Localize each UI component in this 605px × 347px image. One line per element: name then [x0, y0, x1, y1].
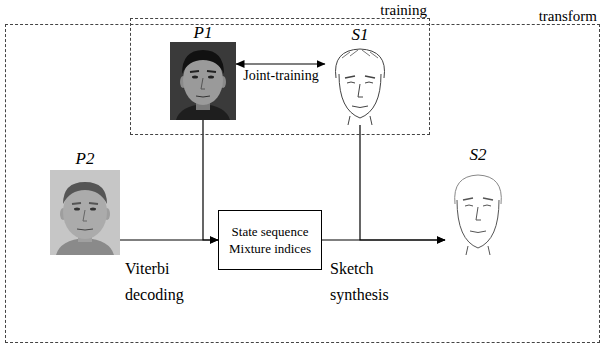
edge-label-holder: Viterbi decoding	[125, 256, 199, 308]
arrow-connector	[236, 63, 325, 64]
sketch-face-part	[466, 246, 490, 255]
sketch-face-part	[455, 175, 502, 204]
sketch-face-part	[342, 50, 378, 58]
image-label: S1	[325, 26, 395, 44]
region-heading: training	[131, 2, 429, 18]
photo-face-part	[190, 71, 216, 72]
sketch-face-part	[336, 49, 385, 78]
sketch-face-part	[339, 74, 381, 118]
photo-face-part	[72, 203, 98, 204]
sketch-face-part	[358, 84, 363, 97]
arrow-connector	[360, 125, 445, 240]
photo-face-part	[182, 50, 224, 74]
image-node: S1	[325, 26, 395, 125]
sketch-face-part	[470, 231, 486, 233]
sketch-face-part	[325, 45, 395, 125]
photo-face	[170, 42, 236, 120]
sketch-face-part	[445, 165, 511, 255]
photo-face-part	[196, 96, 210, 97]
image-node: S2	[445, 146, 511, 255]
photo-face-part	[192, 76, 198, 79]
photo-face-part	[77, 229, 93, 230]
sketch-face-part	[348, 116, 372, 125]
sketch-face-part	[352, 106, 368, 108]
image-label: P2	[50, 150, 120, 168]
image-label: P1	[170, 24, 236, 42]
sketch-face-part	[457, 200, 499, 248]
edge-label: Joint-training	[236, 68, 326, 84]
process-box: State sequence Mixture indices	[218, 210, 322, 270]
process-text: State sequence Mixture indices	[224, 223, 316, 257]
photo-face-part	[83, 210, 87, 221]
sketch-face-part	[463, 198, 493, 200]
photo-face-part	[208, 76, 214, 79]
sketch-face	[445, 165, 511, 255]
sketch-face-part	[347, 82, 373, 83]
sketch-face-part	[465, 205, 491, 206]
image-label: S2	[445, 146, 511, 164]
edge-label-holder: Sketch synthesis	[330, 256, 404, 308]
photo-face	[50, 170, 120, 255]
photo-face-part	[90, 208, 96, 211]
edge-label: Viterbi decoding	[125, 256, 199, 308]
sketch-face	[325, 45, 395, 125]
edge-label: Sketch synthesis	[330, 256, 404, 308]
image-node: P1	[170, 24, 236, 120]
photo-face-part	[170, 42, 236, 120]
photo-face-part	[201, 78, 205, 89]
photo-face-part	[63, 182, 107, 204]
arrow-connector	[203, 120, 218, 240]
sketch-face-part	[476, 207, 481, 220]
photo-face-part	[74, 208, 80, 211]
image-node: P2	[50, 150, 120, 255]
edge-label-holder: Joint-training	[236, 68, 326, 84]
photo-face-part	[50, 170, 120, 255]
sketch-face-part	[345, 76, 375, 78]
region-heading: transform	[6, 8, 599, 24]
